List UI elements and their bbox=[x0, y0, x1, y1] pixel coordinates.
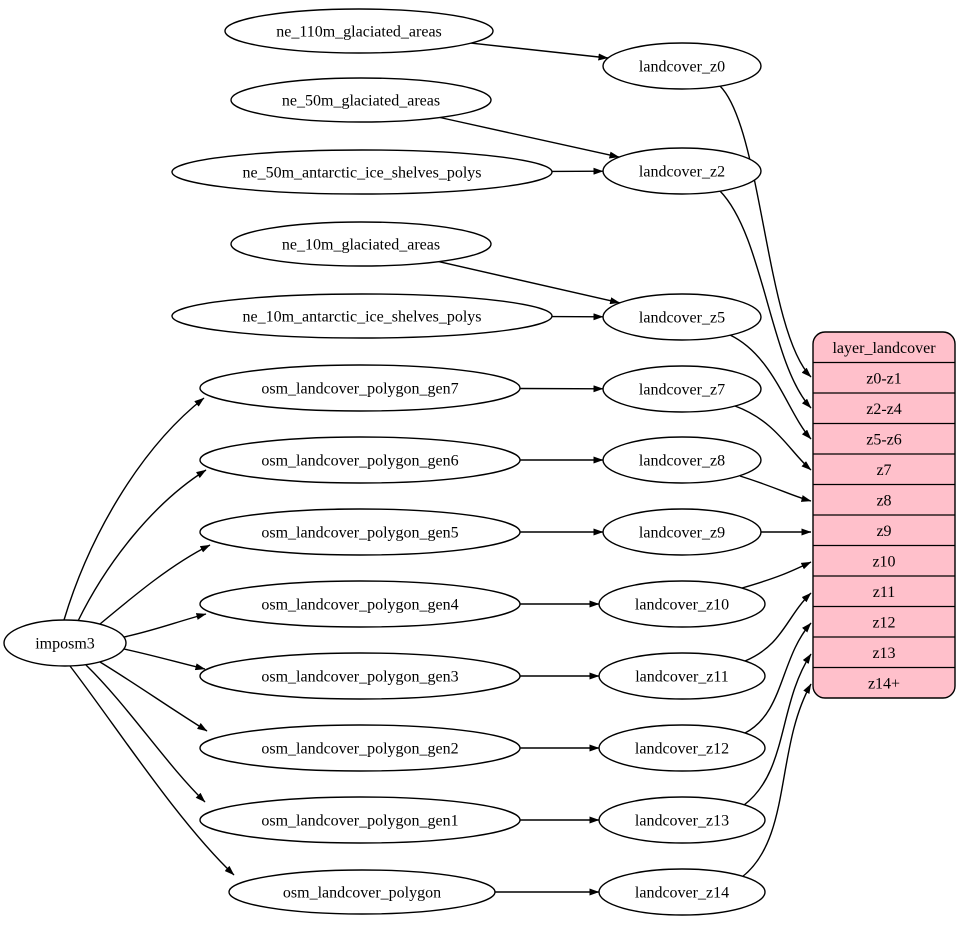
edge-landcover-z8-to-layer-landcover-z8 bbox=[740, 476, 811, 501]
node-ne-10m-glaciated-areas-label: ne_10m_glaciated_areas bbox=[282, 237, 440, 254]
node-ne-50m-antarctic-ice-shelves-polys-label: ne_50m_antarctic_ice_shelves_polys bbox=[242, 165, 481, 182]
record-row-z11-label: z11 bbox=[873, 584, 896, 601]
record-row-z13-label: z13 bbox=[872, 645, 895, 662]
record-row-z9-label: z9 bbox=[876, 523, 891, 540]
node-landcover-z10: landcover_z10 bbox=[599, 581, 765, 627]
node-landcover-z9-label: landcover_z9 bbox=[639, 525, 725, 542]
node-osm-landcover-polygon-gen7-label: osm_landcover_polygon_gen7 bbox=[261, 381, 458, 398]
node-ne-50m-glaciated-areas: ne_50m_glaciated_areas bbox=[231, 78, 491, 122]
node-osm-landcover-polygon-gen4-label: osm_landcover_polygon_gen4 bbox=[261, 597, 458, 614]
edge-ne-50m-glaciated-areas-to-landcover-z2 bbox=[440, 118, 619, 158]
node-landcover-z7: landcover_z7 bbox=[603, 366, 761, 412]
record-row-z2-z4-label: z2-z4 bbox=[866, 401, 902, 418]
edge-imposm3-to-osm-landcover-polygon bbox=[70, 666, 234, 875]
node-landcover-z12: landcover_z12 bbox=[599, 725, 765, 771]
node-ne-110m-glaciated-areas: ne_110m_glaciated_areas bbox=[225, 9, 493, 53]
node-osm-landcover-polygon-gen1-label: osm_landcover_polygon_gen1 bbox=[261, 813, 458, 830]
edge-imposm3-to-osm-landcover-polygon-gen1 bbox=[86, 665, 205, 802]
node-ne-50m-antarctic-ice-shelves-polys: ne_50m_antarctic_ice_shelves_polys bbox=[172, 150, 552, 194]
node-landcover-z5-label: landcover_z5 bbox=[639, 310, 725, 327]
node-ne-10m-antarctic-ice-shelves-polys: ne_10m_antarctic_ice_shelves_polys bbox=[172, 294, 552, 338]
node-landcover-z2-label: landcover_z2 bbox=[639, 164, 725, 181]
record-row-z5-z6-label: z5-z6 bbox=[866, 431, 902, 448]
edge-imposm3-to-osm-landcover-polygon-gen3 bbox=[124, 649, 205, 669]
edge-imposm3-to-osm-landcover-polygon-gen4 bbox=[124, 614, 206, 637]
node-landcover-z0-label: landcover_z0 bbox=[639, 59, 725, 76]
record-row-z7-label: z7 bbox=[876, 462, 891, 479]
edge-landcover-z14-to-layer-landcover-z14- bbox=[742, 684, 811, 877]
edge-ne-10m-glaciated-areas-to-landcover-z5 bbox=[439, 262, 620, 303]
record-row-z0-z1-label: z0-z1 bbox=[866, 370, 902, 387]
node-imposm3: imposm3 bbox=[4, 620, 126, 666]
record-layer-landcover: layer_landcover z0-z1 z2-z4 z5-z6 z7 z8 z9 z10 z… bbox=[813, 332, 955, 698]
edge-ne-110m-glaciated-areas-to-landcover-z0 bbox=[471, 43, 608, 58]
node-osm-landcover-polygon-gen2: osm_landcover_polygon_gen2 bbox=[200, 725, 520, 771]
node-landcover-z8-label: landcover_z8 bbox=[639, 453, 725, 470]
node-landcover-z14-label: landcover_z14 bbox=[635, 885, 729, 902]
node-osm-landcover-polygon-gen4: osm_landcover_polygon_gen4 bbox=[200, 581, 520, 627]
node-osm-landcover-polygon: osm_landcover_polygon bbox=[229, 870, 495, 914]
nodes-layer: imposm3 ne_110m_glaciated_areas ne_50m_gla… bbox=[4, 9, 955, 915]
node-landcover-z11-label: landcover_z11 bbox=[635, 669, 729, 686]
node-landcover-z7-label: landcover_z7 bbox=[639, 382, 725, 399]
node-ne-110m-glaciated-areas-label: ne_110m_glaciated_areas bbox=[276, 24, 442, 41]
edge-landcover-z10-to-layer-landcover-z10 bbox=[742, 562, 811, 588]
node-ne-10m-antarctic-ice-shelves-polys-label: ne_10m_antarctic_ice_shelves_polys bbox=[242, 309, 481, 326]
record-title: layer_landcover bbox=[832, 340, 936, 357]
record-row-z14--label: z14+ bbox=[868, 675, 900, 692]
node-osm-landcover-polygon-gen5-label: osm_landcover_polygon_gen5 bbox=[261, 525, 458, 542]
node-landcover-z0: landcover_z0 bbox=[603, 43, 761, 89]
node-ne-50m-glaciated-areas-label: ne_50m_glaciated_areas bbox=[282, 93, 440, 110]
node-osm-landcover-polygon-gen7: osm_landcover_polygon_gen7 bbox=[200, 365, 520, 411]
node-landcover-z10-label: landcover_z10 bbox=[635, 597, 729, 614]
edge-imposm3-to-osm-landcover-polygon-gen6 bbox=[78, 470, 206, 621]
record-row-z8-label: z8 bbox=[876, 492, 891, 509]
node-osm-landcover-polygon-gen6: osm_landcover_polygon_gen6 bbox=[200, 437, 520, 483]
node-osm-landcover-polygon-gen2-label: osm_landcover_polygon_gen2 bbox=[261, 741, 458, 758]
node-landcover-z12-label: landcover_z12 bbox=[635, 741, 729, 758]
node-landcover-z8: landcover_z8 bbox=[603, 437, 761, 483]
node-osm-landcover-polygon-gen1: osm_landcover_polygon_gen1 bbox=[200, 797, 520, 843]
record-row-z12-label: z12 bbox=[872, 614, 895, 631]
node-ne-10m-glaciated-areas: ne_10m_glaciated_areas bbox=[231, 222, 491, 266]
node-osm-landcover-polygon-gen6-label: osm_landcover_polygon_gen6 bbox=[261, 453, 458, 470]
node-landcover-z13-label: landcover_z13 bbox=[635, 813, 729, 830]
node-osm-landcover-polygon-label: osm_landcover_polygon bbox=[283, 885, 441, 902]
node-osm-landcover-polygon-gen3-label: osm_landcover_polygon_gen3 bbox=[261, 669, 458, 686]
edge-imposm3-to-osm-landcover-polygon-gen2 bbox=[100, 662, 207, 731]
node-osm-landcover-polygon-gen5: osm_landcover_polygon_gen5 bbox=[200, 509, 520, 555]
node-osm-landcover-polygon-gen3: osm_landcover_polygon_gen3 bbox=[200, 653, 520, 699]
node-landcover-z13: landcover_z13 bbox=[599, 797, 765, 843]
node-landcover-z5: landcover_z5 bbox=[603, 294, 761, 340]
node-landcover-z2: landcover_z2 bbox=[603, 148, 761, 194]
edge-imposm3-to-osm-landcover-polygon-gen7 bbox=[64, 398, 204, 620]
node-landcover-z11: landcover_z11 bbox=[599, 653, 765, 699]
node-landcover-z14: landcover_z14 bbox=[599, 869, 765, 915]
node-imposm3-label: imposm3 bbox=[35, 636, 95, 653]
record-row-z10-label: z10 bbox=[872, 553, 895, 570]
node-landcover-z9: landcover_z9 bbox=[603, 509, 761, 555]
